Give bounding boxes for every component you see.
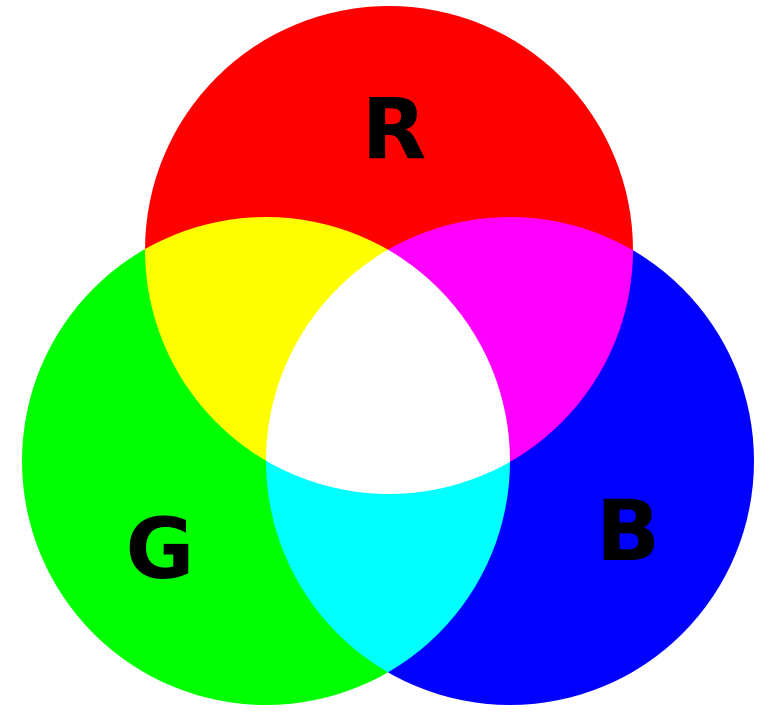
red-circle-label: R: [362, 80, 427, 178]
blue-circle: [266, 217, 754, 705]
green-circle-label: G: [126, 500, 195, 598]
blue-circle-label: B: [596, 482, 660, 580]
